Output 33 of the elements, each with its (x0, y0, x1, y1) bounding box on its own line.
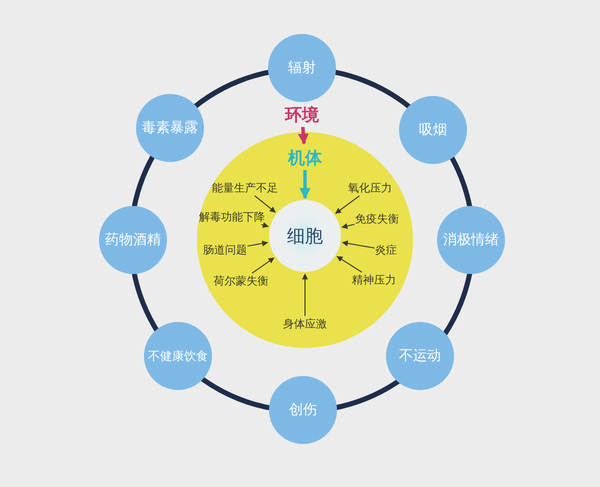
factor-label: 吸烟 (419, 121, 447, 139)
arrow (298, 126, 309, 145)
arrow (254, 195, 276, 213)
factor-circle (399, 96, 467, 164)
cause-label: 氧化压力 (348, 180, 392, 196)
cause-label: 精神压力 (352, 272, 396, 288)
cause-label: 解毒功能下降 (199, 210, 265, 224)
arrow (336, 256, 362, 273)
factor-label: 药物酒精 (105, 231, 161, 249)
arrow (247, 240, 268, 247)
arrow (341, 223, 356, 229)
cause-label: 荷尔蒙失衡 (214, 274, 268, 288)
cause-label: 身体应激 (283, 316, 327, 332)
environment-label: 环境 (285, 104, 319, 126)
arrow (300, 170, 310, 200)
arrow (335, 195, 360, 214)
factor-label: 不运动 (399, 347, 441, 365)
factor-label: 消极情绪 (443, 231, 499, 249)
arrow (342, 240, 375, 249)
cause-label: 能量生产不足 (212, 180, 278, 196)
cause-label: 免疫失衡 (355, 212, 399, 226)
factor-label: 毒素暴露 (142, 119, 198, 137)
factor-label: 不健康饮食 (148, 348, 208, 364)
factor-label: 创伤 (289, 401, 317, 419)
cell-label: 细胞 (287, 225, 323, 248)
cause-label: 肠道问题 (203, 242, 247, 258)
factor-circle (386, 322, 454, 390)
arrow (302, 273, 308, 316)
organism-label: 机体 (288, 146, 322, 170)
arrow (252, 257, 274, 274)
arrow (260, 222, 269, 228)
cause-label: 炎症 (375, 242, 397, 258)
factor-label: 辐射 (288, 59, 316, 77)
